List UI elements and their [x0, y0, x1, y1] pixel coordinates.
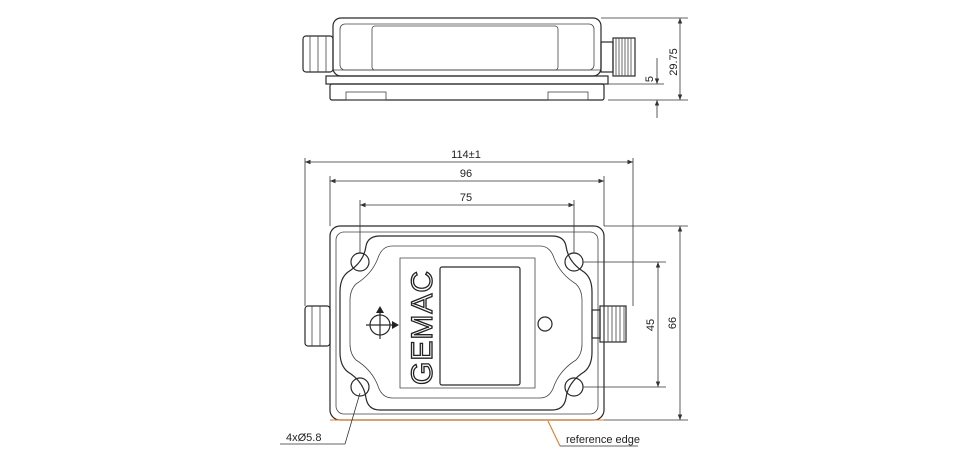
display-window: [439, 266, 521, 386]
dim-base-plate: 5: [644, 76, 656, 82]
top-view: GEMAC: [304, 225, 627, 421]
left-connector: [304, 305, 331, 347]
dimension-lines: [280, 158, 688, 447]
dim-hole-spec: 4xØ5.8: [286, 432, 321, 444]
dim-mount-vertical: 45: [645, 319, 657, 331]
mounting-hole: [564, 252, 584, 272]
dim-overall-height: 66: [667, 317, 679, 329]
dim-mount-inner: 75: [460, 192, 472, 204]
dim-side-height: 29.75: [668, 48, 680, 76]
top-housing: [329, 225, 605, 421]
side-view: [302, 17, 688, 118]
dim-mount-outer: 96: [460, 168, 472, 180]
side-right-connector: [600, 37, 636, 77]
orientation-icon: [366, 306, 399, 339]
dim-overall-width: 114±1: [451, 149, 481, 161]
cover-outline: [339, 235, 593, 411]
right-connector: [591, 305, 627, 343]
led-indicator: [537, 316, 553, 332]
side-base-plate: [325, 75, 609, 85]
side-left-connector: [302, 35, 334, 73]
reference-edge-label: reference edge: [566, 434, 640, 446]
mounting-hole: [350, 377, 370, 397]
brand-logo: GEMAC: [406, 270, 439, 385]
